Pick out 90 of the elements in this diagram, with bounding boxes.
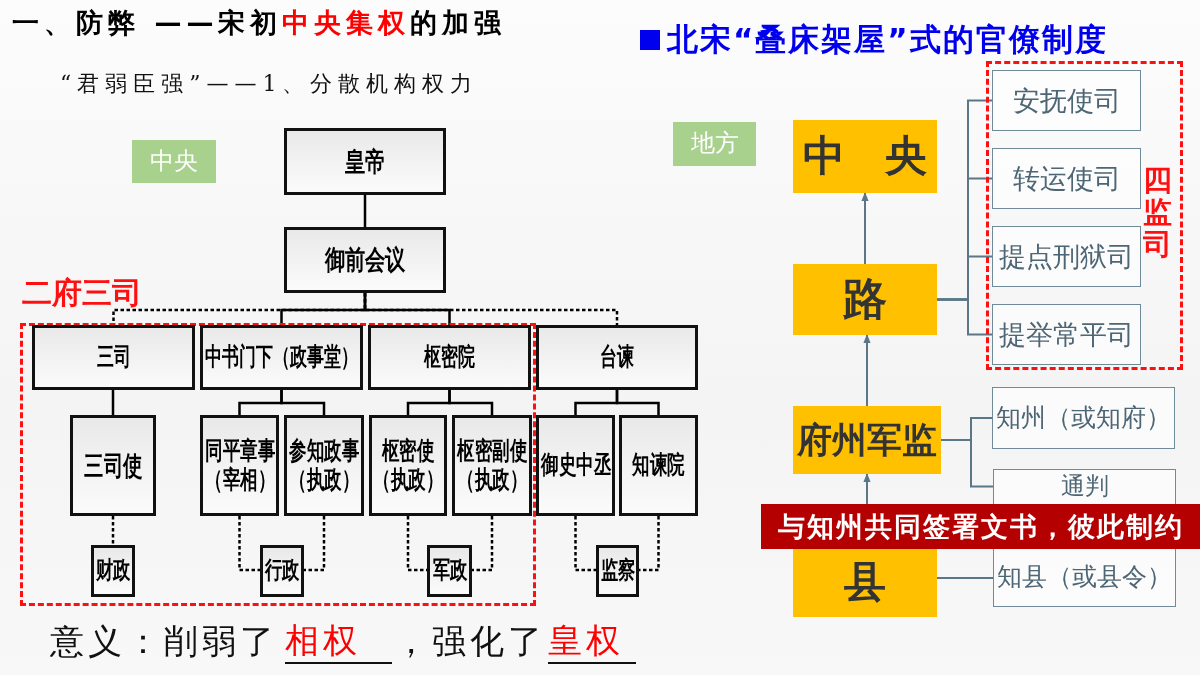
note-banner: [761, 504, 1200, 549]
office-name: 通判: [1060, 473, 1109, 501]
office-box: [452, 415, 532, 516]
connector-line: [940, 439, 994, 488]
connector-line: [111, 390, 115, 415]
office-box: [992, 387, 1175, 449]
office-name: 枢密院: [424, 343, 475, 372]
office-box: [427, 545, 472, 597]
sentence-text: ，强化了: [394, 620, 546, 663]
dashed-connector: [472, 516, 494, 572]
dashed-connector: [111, 516, 115, 545]
office-name: 监察: [600, 557, 635, 585]
group-heading: 四监司: [1143, 165, 1172, 261]
connector-line: [280, 390, 326, 415]
arrow: [861, 192, 869, 265]
office-name: 军政: [432, 557, 467, 585]
level-box: [793, 406, 941, 474]
office-name: 中书门下（政事堂）: [205, 343, 358, 372]
dashed-connector: [406, 516, 427, 572]
office-box: [368, 325, 531, 390]
office-name: 知谏院: [632, 451, 685, 480]
dashed-connector: [574, 516, 596, 572]
office-box: [284, 128, 446, 195]
office-name: 皇帝: [344, 145, 386, 177]
connector-line: [615, 390, 660, 415]
office-name: 行政: [264, 557, 300, 585]
office-box: [284, 227, 446, 293]
office-box: [993, 549, 1176, 607]
office-name: 枢密副使（执政）: [457, 436, 527, 495]
office-box: [619, 415, 698, 516]
office-name: 安抚使司: [1012, 84, 1121, 116]
office-box: [992, 226, 1141, 287]
office-box: [70, 415, 156, 516]
dashed-connector: [238, 516, 260, 572]
subtitle: “君弱臣强”——1、分散机构权力: [60, 70, 479, 98]
level-box: [793, 264, 937, 335]
office-name: 三司使: [83, 449, 143, 481]
office-name: 知县（或县令）: [997, 563, 1172, 592]
office-name: 参知政事（执政）: [289, 436, 359, 495]
group-heading: 二府三司: [22, 277, 142, 309]
fill-in-line: 皇权: [548, 619, 636, 664]
level-name: 县: [844, 558, 886, 607]
office-box: [91, 545, 135, 597]
office-box: [992, 304, 1141, 365]
office-box: [200, 415, 279, 516]
arrow: [863, 334, 871, 407]
office-name: 御前会议: [324, 244, 406, 276]
office-box: [284, 415, 364, 516]
sentence-text: 意义：削弱了: [50, 620, 278, 663]
connector-line: [936, 577, 994, 579]
level-name: 中 央: [802, 132, 928, 181]
dashed-connector: [639, 516, 660, 572]
level-tag: [673, 122, 756, 166]
office-name: 枢密使（执政）: [373, 436, 443, 495]
fill-in-line: 相权: [285, 619, 392, 664]
section-heading: 北宋“叠床架屋”式的官僚制度: [667, 20, 1108, 59]
office-box: [992, 70, 1141, 131]
office-box: [369, 415, 447, 516]
level-box: [793, 120, 937, 193]
tag-label: 地方: [690, 130, 739, 158]
connector-line: [363, 195, 367, 227]
office-box: [260, 545, 304, 597]
office-box: [200, 325, 363, 390]
office-box: [993, 469, 1176, 504]
connector-line: [448, 390, 494, 415]
tag-label: 中央: [150, 147, 198, 176]
connector-line: [936, 298, 993, 336]
office-name: 同平章事（宰相）: [204, 436, 275, 495]
office-name: 三司: [96, 343, 131, 372]
office-name: 知州（或知府）: [996, 403, 1171, 433]
level-box: [793, 548, 937, 617]
level-tag: [132, 140, 216, 183]
level-name: 路: [843, 274, 887, 325]
office-name: 提点刑狱司: [999, 240, 1134, 272]
level-name: 府州军监: [797, 419, 937, 461]
arrow: [863, 473, 871, 505]
office-box: [992, 148, 1141, 209]
office-name: 财政: [95, 557, 131, 585]
office-box: [32, 325, 195, 390]
dashed-connector: [304, 516, 326, 572]
office-name: 御史中丞: [540, 451, 611, 480]
office-box: [536, 325, 698, 390]
office-name: 转运使司: [1012, 162, 1121, 194]
office-name: 台谏: [600, 343, 634, 372]
page-title: 一、防弊 ——宋初中央集权的加强: [12, 6, 507, 40]
office-box: [536, 415, 615, 516]
dashed-connector: [363, 293, 619, 325]
office-name: 提举常平司: [999, 318, 1134, 350]
office-box: [596, 545, 639, 597]
note-text: 与知州共同签署文书，彼此制约: [777, 510, 1184, 542]
